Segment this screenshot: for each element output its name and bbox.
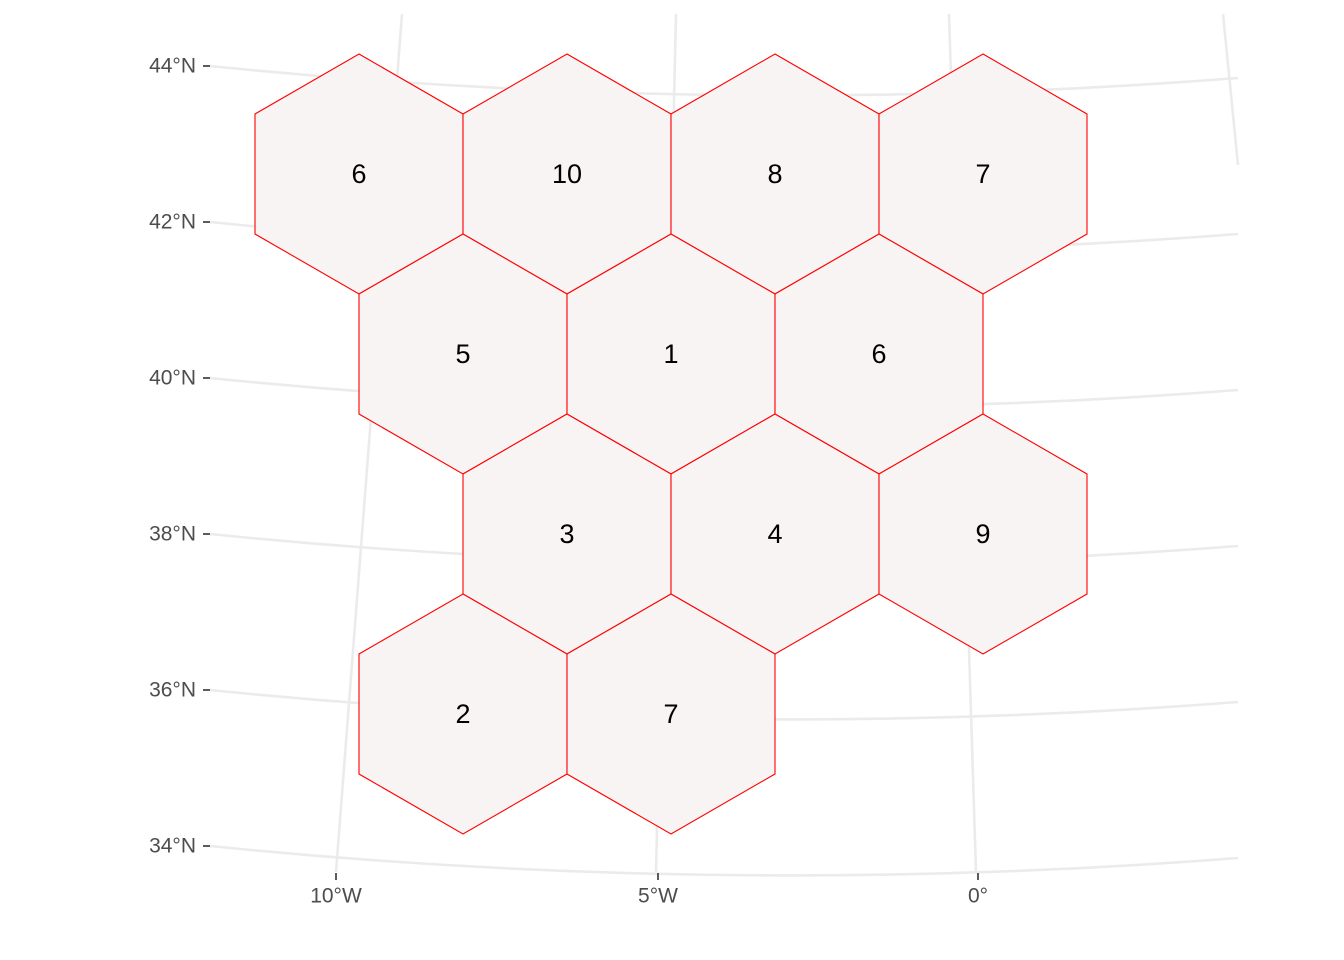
hex-value-label: 7 bbox=[975, 159, 990, 189]
lat-tick-label: 44°N bbox=[149, 55, 196, 78]
hex-cell bbox=[878, 413, 1088, 655]
lat-tick-label: 38°N bbox=[149, 523, 196, 546]
lat-tick-label: 34°N bbox=[149, 835, 196, 858]
hex-value-label: 8 bbox=[767, 159, 782, 189]
hex-value-label: 5 bbox=[455, 339, 470, 369]
lat-tick-label: 40°N bbox=[149, 367, 196, 390]
hex-cell bbox=[566, 593, 776, 835]
hex-value-label: 1 bbox=[663, 339, 678, 369]
lon-tick-label: 10°W bbox=[310, 885, 362, 908]
hex-value-label: 9 bbox=[975, 519, 990, 549]
lat-tick-label: 36°N bbox=[149, 679, 196, 702]
lon-tick-label: 5°W bbox=[638, 885, 678, 908]
hex-value-labels: 6 10 8 7 5 1 6 3 4 9 2 7 bbox=[351, 159, 990, 729]
hex-value-label: 2 bbox=[455, 699, 470, 729]
lat-tick-label: 42°N bbox=[149, 211, 196, 234]
latitude-gridline bbox=[209, 844, 1239, 877]
axes: 44°N 42°N 40°N 38°N 36°N 34°N 10°W 5°W 0° bbox=[149, 55, 988, 908]
lon-tick-label: 0° bbox=[968, 885, 988, 908]
hex-layer bbox=[254, 53, 1088, 835]
hex-value-label: 6 bbox=[351, 159, 366, 189]
hex-value-label: 3 bbox=[559, 519, 574, 549]
hex-value-label: 4 bbox=[767, 519, 782, 549]
hex-value-label: 10 bbox=[552, 159, 582, 189]
hex-value-label: 7 bbox=[663, 699, 678, 729]
longitude-gridline bbox=[1221, 13, 1240, 166]
hex-value-label: 6 bbox=[871, 339, 886, 369]
